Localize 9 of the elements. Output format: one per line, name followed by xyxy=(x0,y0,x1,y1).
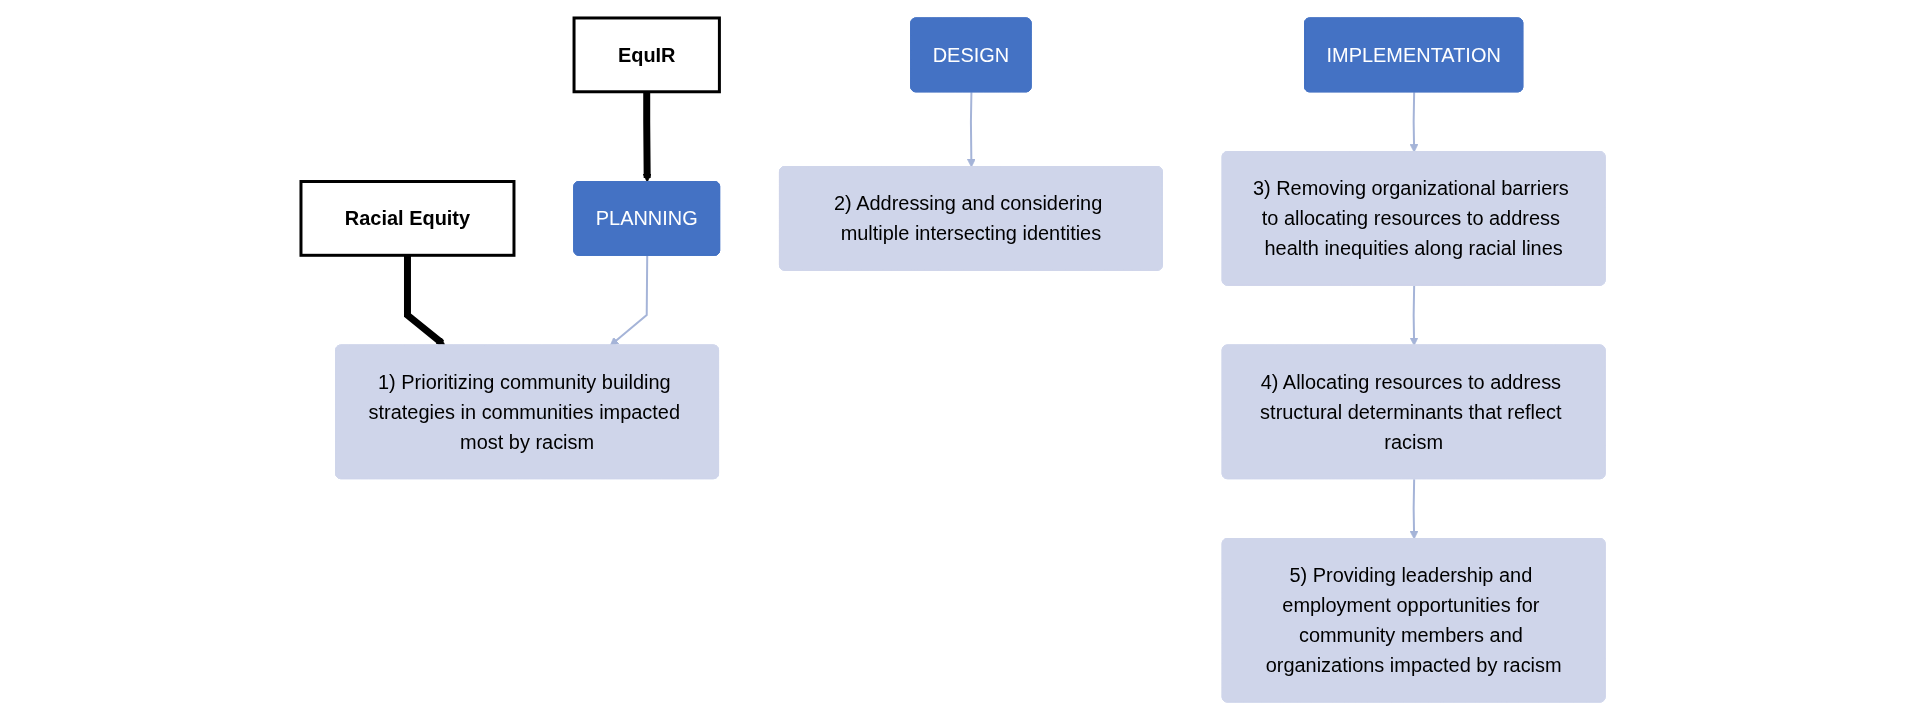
arrow xyxy=(1409,478,1419,540)
node-box: EquIR xyxy=(572,16,721,94)
arrow xyxy=(1409,91,1419,153)
arrow xyxy=(403,255,446,346)
arrow xyxy=(642,91,652,183)
arrow xyxy=(966,91,976,168)
node-box: Racial Equity xyxy=(299,180,516,257)
arrow xyxy=(609,254,649,346)
arrow xyxy=(1409,284,1419,346)
